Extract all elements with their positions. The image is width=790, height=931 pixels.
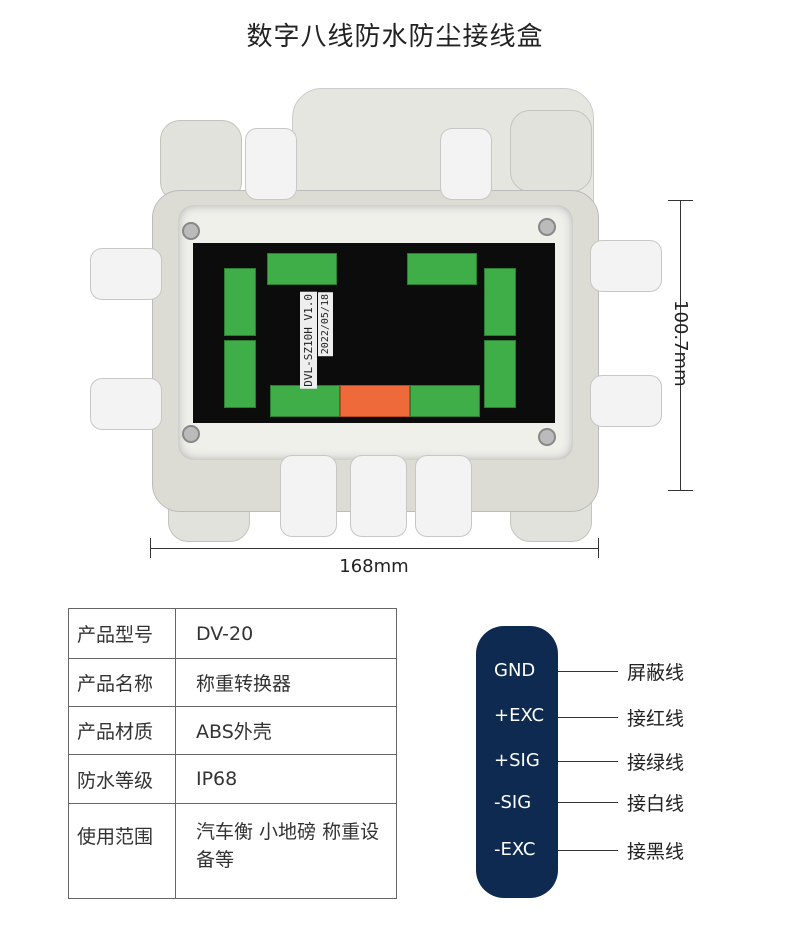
terminal-block [484,340,516,408]
screw [538,218,556,236]
screw [182,222,200,240]
cable-gland [590,375,662,427]
pin-label: -SIG [494,792,532,813]
wire-label: 接白线 [627,793,685,815]
terminal-block [224,268,256,336]
spec-value: 称重转换器 [175,658,397,707]
cable-gland [415,455,472,537]
mount-ear [510,110,592,192]
cable-gland [245,128,297,200]
wire-label: 接绿线 [627,752,685,774]
cable-gland [440,128,492,200]
terminal-block [407,253,477,285]
board-model-label: DVL-SZ10H V1.0 [300,292,317,389]
wire-line [558,717,618,718]
spec-key: 防水等级 [68,754,176,804]
terminal-block [224,340,256,408]
terminal-block [270,385,340,417]
terminal-block [484,268,516,336]
height-dimension-line [680,200,681,490]
cable-gland [590,240,662,292]
terminal-block-output [340,385,410,417]
spec-value: DV-20 [175,608,397,659]
width-dimension-label: 168mm [339,556,409,577]
screw [182,425,200,443]
spec-key: 产品名称 [68,658,176,707]
wire-label: 接黑线 [627,841,685,863]
cable-gland [90,378,162,430]
spec-key: 产品材质 [68,706,176,755]
wire-line [558,802,618,803]
cable-gland [350,455,407,537]
terminal-block [410,385,480,417]
board-date-label: 2022/05/18 [318,292,333,357]
dimension-cap [668,490,693,491]
spec-value: 汽车衡 小地磅 称重设备等 [175,803,397,899]
wire-line [558,671,618,672]
cable-gland [280,455,337,537]
spec-key: 使用范围 [68,803,176,899]
pin-panel [476,626,558,898]
dimension-cap [668,200,693,201]
spec-key: 产品型号 [68,608,176,659]
wire-line [558,850,618,851]
wire-line [558,761,618,762]
wire-label: 接红线 [627,708,685,730]
mount-ear [160,120,242,202]
pin-label: -EXC [494,839,536,860]
table-row: 使用范围汽车衡 小地磅 称重设备等 [68,803,397,899]
screw [538,428,556,446]
height-dimension-label: 100.7mm [670,300,691,387]
cable-gland [90,248,162,300]
table-row: 产品名称称重转换器 [68,658,397,707]
spec-value: ABS外壳 [175,706,397,755]
wire-label: 屏蔽线 [627,662,685,684]
page-title: 数字八线防水防尘接线盒 [246,22,544,52]
pin-label: +SIG [494,750,540,771]
pin-label: GND [494,660,536,681]
pin-label: +EXC [494,705,545,726]
terminal-block [267,253,337,285]
width-dimension-line [150,548,598,549]
dimension-cap [150,538,151,558]
dimension-cap [598,538,599,558]
spec-value: IP68 [175,754,397,804]
